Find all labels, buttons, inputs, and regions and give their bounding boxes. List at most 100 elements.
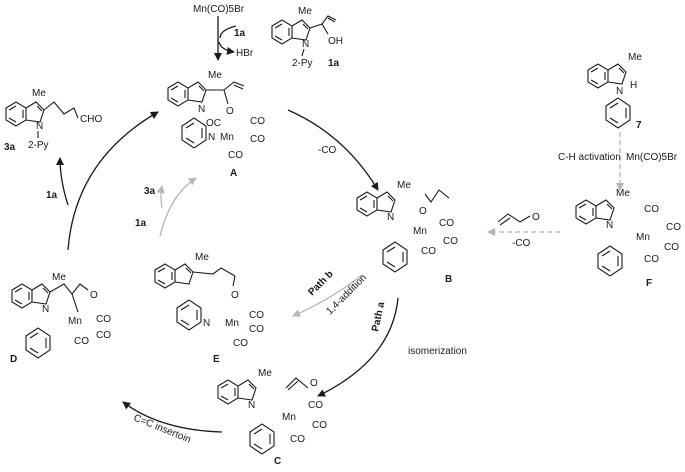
arrow-e-to-3a — [156, 185, 165, 209]
c-id: C — [274, 456, 281, 467]
arrow-d-to-3a — [56, 157, 69, 206]
f-co3: CO — [664, 242, 679, 253]
3a-id: 3a — [4, 142, 16, 153]
reagent-mnco5br: Mn(CO)5Br — [193, 4, 245, 15]
arrow-b-to-e — [292, 274, 363, 317]
f-co1: CO — [644, 204, 659, 215]
a-co3: CO — [250, 134, 265, 145]
e-o: O — [231, 290, 239, 301]
f-id: F — [646, 278, 652, 289]
d-id: D — [10, 354, 17, 365]
label-d-to-3a-reagent: 1a — [46, 190, 58, 201]
f-me: Me — [616, 188, 630, 199]
b-mn: Mn — [413, 226, 427, 237]
c-o: O — [310, 378, 318, 389]
c-me: Me — [258, 368, 272, 379]
a-co2: CO — [250, 116, 265, 127]
arrow-b-to-c — [317, 297, 399, 397]
1a-me: Me — [298, 6, 312, 17]
complex-c: Me O N Mn CO CO CO C — [217, 368, 327, 467]
acrolein: O — [497, 212, 540, 226]
3a-n: N — [36, 121, 43, 132]
e-co3: CO — [233, 338, 248, 349]
arrow-d-to-a — [67, 111, 159, 251]
f-co2: CO — [666, 222, 681, 233]
b-id: B — [445, 274, 452, 285]
arrow-c-to-d — [122, 401, 223, 433]
label-insertion: C=C insertoin — [132, 413, 193, 446]
c-co2: CO — [312, 420, 327, 431]
complex-a: Me O N N Mn OC CO CO CO A — [167, 70, 265, 179]
d-n: N — [42, 304, 49, 315]
label-isomerization: isomerization — [408, 346, 467, 357]
a-n: N — [198, 104, 205, 115]
complex-e: Me O N Mn CO CO CO E — [154, 252, 264, 365]
b-co3: CO — [421, 246, 436, 257]
3a-me: Me — [32, 88, 46, 99]
7-id: 7 — [636, 120, 642, 131]
e-mn: Mn — [225, 318, 239, 329]
complex-f: Me N Mn CO CO CO CO F — [575, 188, 681, 289]
c-n: N — [248, 400, 255, 411]
complex-b: Me O N Mn CO CO CO B — [356, 180, 458, 285]
label-a-to-b: -CO — [318, 145, 337, 156]
label-path-a: Path a — [370, 301, 387, 333]
d-me: Me — [52, 272, 66, 283]
7-h: H — [630, 80, 637, 91]
a-o: O — [226, 106, 234, 117]
label-hbr: HBr — [236, 48, 254, 59]
d-o: O — [90, 290, 98, 301]
d-co2: CO — [96, 330, 111, 341]
product-3a: Me CHO N 2-Py 3a — [4, 88, 102, 153]
arrow-reagent-in — [219, 25, 237, 39]
arrow-e-to-a — [159, 177, 197, 237]
d-mn: Mn — [68, 316, 82, 327]
label-ch-activation: C-H activation — [558, 152, 621, 163]
c-co3: CO — [290, 434, 305, 445]
a-mn: Mn — [220, 132, 234, 143]
3a-npy: 2-Py — [28, 140, 49, 151]
e-me: Me — [195, 252, 209, 263]
label-ch-reagent: Mn(CO)5Br — [626, 152, 678, 163]
f-co4: CO — [644, 254, 659, 265]
label-f-to-b: -CO — [512, 238, 531, 249]
1a-n: N — [302, 39, 309, 50]
d-co3: CO — [74, 336, 89, 347]
substrate-1a: Me OH N 2-Py 1a — [271, 6, 343, 69]
e-co1: CO — [249, 310, 264, 321]
1a-oh: OH — [328, 36, 343, 47]
e-id: E — [213, 354, 220, 365]
b-co2: CO — [443, 236, 458, 247]
label-reagent-in: 1a — [234, 28, 246, 39]
f-mn: Mn — [636, 232, 650, 243]
acrolein-o: O — [532, 212, 540, 223]
3a-cho: CHO — [80, 114, 102, 125]
a-co4: CO — [228, 150, 243, 161]
1a-id: 1a — [328, 58, 340, 69]
a-id: A — [230, 168, 237, 179]
a-me: Me — [208, 70, 222, 81]
d-co1: CO — [96, 314, 111, 325]
1a-npy: 2-Py — [292, 58, 313, 69]
compound-7: Me H N 7 — [587, 52, 642, 131]
label-e-to-3a-reagent: 1a — [135, 218, 147, 229]
a-n2: N — [208, 132, 215, 143]
b-n: N — [387, 212, 394, 223]
arrow-hbr-out — [218, 41, 235, 55]
label-e-to-3a-product: 3a — [144, 186, 156, 197]
b-o: O — [419, 206, 427, 217]
b-co1: CO — [439, 218, 454, 229]
arrow-a-to-b — [287, 109, 379, 191]
7-me: Me — [628, 52, 642, 63]
c-mn: Mn — [282, 412, 296, 423]
b-me: Me — [397, 180, 411, 191]
label-path-b: Path b — [306, 269, 335, 298]
complex-d: Me O N Mn CO CO CO D — [10, 272, 111, 365]
e-co2: CO — [249, 324, 264, 335]
e-n: N — [203, 318, 210, 329]
a-co1: OC — [206, 118, 221, 129]
c-co1: CO — [308, 400, 323, 411]
f-n: N — [606, 220, 613, 231]
7-n: N — [616, 86, 623, 97]
